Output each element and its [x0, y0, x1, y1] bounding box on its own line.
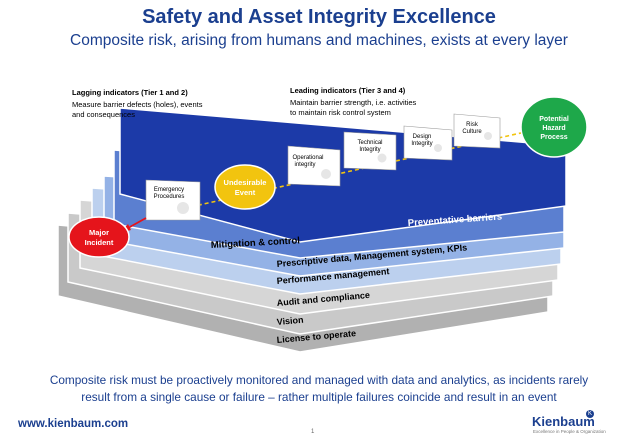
major-line2: Incident [85, 238, 114, 247]
potential-line1: Potential [539, 116, 569, 123]
lagging-line2: and consequences [72, 110, 135, 119]
leading-line1: Maintain barrier strength, i.e. activiti… [290, 98, 417, 107]
brand-tagline: Excellence in People & Organization [533, 429, 606, 434]
card-technical-line2: Integrity [359, 147, 380, 153]
page-subtitle: Composite risk, arising from humans and … [70, 32, 568, 49]
major-line1: Major [89, 228, 109, 237]
card-operational-line1: Operational [292, 155, 323, 161]
footer-note-line1: Composite risk must be proactively monit… [49, 373, 589, 387]
undesirable-line2: Event [235, 188, 256, 197]
card-emergency-line2: Procedures [154, 194, 185, 200]
card-risk-culture-line2: Culture [462, 129, 482, 135]
card-operational-integrity [287, 145, 341, 187]
major-incident-circle: Major Incident [68, 216, 130, 258]
card-technical-line1: Technical [357, 140, 382, 146]
card-operational-line2: integrity [294, 162, 315, 168]
brand-mark-icon: K [586, 410, 594, 418]
undesirable-line1: Undesirable [224, 178, 267, 187]
brand-logo-text: Kienbaum [532, 414, 595, 429]
undesirable-event-circle: Undesirable Event [214, 164, 276, 210]
card-design-line2: Integrity [411, 141, 432, 147]
card-emergency-line1: Emergency [154, 187, 184, 193]
website-link[interactable]: www.kienbaum.com [18, 418, 129, 430]
card-design-line1: Design [413, 134, 432, 140]
lagging-heading: Lagging indicators (Tier 1 and 2) [72, 88, 188, 97]
potential-hazard-circle: Potential Hazard Process [520, 96, 588, 158]
card-design-integrity [403, 125, 453, 161]
card-risk-culture-line1: Risk [466, 122, 479, 128]
layer-vision-label: Vision [276, 315, 304, 327]
leading-heading: Leading indicators (Tier 3 and 4) [290, 86, 406, 95]
potential-line2: Hazard [542, 125, 565, 132]
card-emergency-procedures [145, 179, 201, 221]
page-title: Safety and Asset Integrity Excellence [142, 6, 496, 28]
card-technical-integrity [343, 131, 397, 171]
card-risk-culture [453, 113, 501, 149]
footer-note-line2: result from a single cause or failure – … [81, 390, 557, 404]
mitigation-control-label: Mitigation & control [211, 235, 301, 251]
lagging-line1: Measure barrier defects (holes), events [72, 100, 203, 109]
potential-line3: Process [540, 134, 567, 141]
leading-line2: to maintain risk control system [290, 108, 391, 117]
page-number: 1 [311, 429, 315, 435]
incident-arrow-line [127, 217, 147, 229]
footer-note: Composite risk must be proactively monit… [20, 372, 618, 406]
